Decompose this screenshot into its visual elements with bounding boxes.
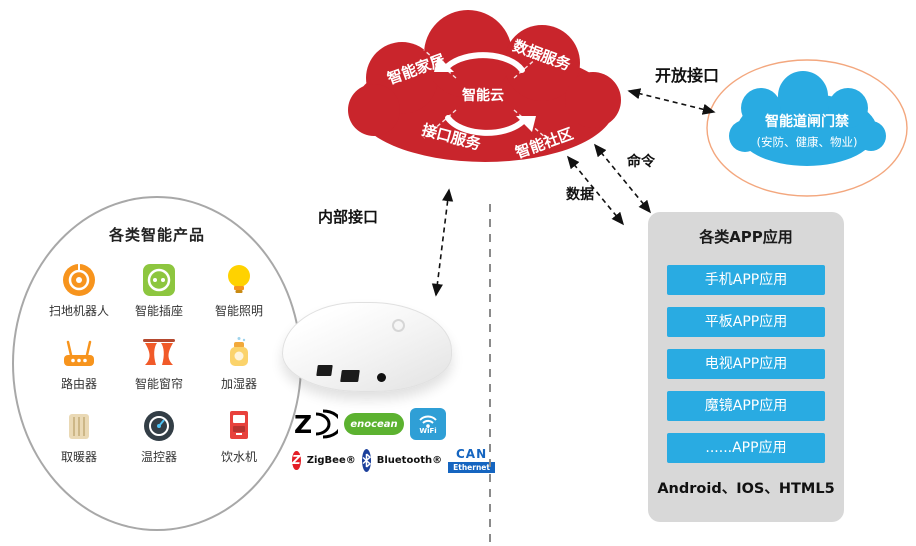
gate-access-cloud: 智能道闸门禁 (安防、健康、物业) — [706, 59, 908, 197]
thermostat-icon — [144, 411, 174, 441]
app-item-more: ......APP应用 — [667, 433, 825, 463]
product-label: 饮水机 — [220, 450, 257, 464]
product-thermostat: 温控器 — [119, 408, 199, 465]
gateway-device — [282, 302, 452, 392]
product-water-dispenser: 饮水机 — [199, 408, 279, 465]
product-label: 取暖器 — [60, 450, 97, 464]
app-item-magic-mirror: 魔镜APP应用 — [667, 391, 825, 421]
smart-products-group: 各类智能产品 扫地机器人 智能插座 — [12, 196, 302, 531]
internal-interface-arrow — [431, 188, 454, 297]
product-label: 智能插座 — [134, 304, 183, 318]
enocean-logo: enocean — [344, 413, 404, 435]
gate-cloud-outline-ring — [706, 59, 908, 197]
product-label: 路由器 — [60, 377, 97, 391]
cycle-arrows-icon — [434, 52, 536, 136]
smart-cloud-shape — [348, 10, 621, 162]
app-item-mobile: 手机APP应用 — [667, 265, 825, 295]
zigbee-letter: Z — [292, 453, 301, 467]
app-panel-title: 各类APP应用 — [699, 228, 793, 246]
product-label: 智能窗帘 — [134, 377, 183, 391]
water-dispenser-icon — [230, 411, 248, 439]
humidifier-icon — [230, 337, 248, 366]
hdmi-port-icon — [340, 370, 360, 382]
protocol-row-2: Z ZigBee® Bluetooth® CAN Ethernet — [292, 447, 495, 473]
app-panel: 各类APP应用 手机APP应用 平板APP应用 电视APP应用 魔镜APP应用 … — [648, 212, 844, 522]
product-label: 智能照明 — [214, 304, 263, 318]
gate-cloud-shape — [729, 71, 886, 166]
product-smart-socket: 智能插座 — [119, 262, 199, 319]
ethernet-port-icon — [316, 365, 333, 376]
product-label: 扫地机器人 — [48, 304, 109, 318]
router-icon — [64, 340, 94, 366]
cloud-center-label: 智能云 — [461, 87, 504, 104]
zwave-letter: Z — [294, 410, 312, 439]
smart-products-title: 各类智能产品 — [108, 226, 205, 244]
product-router: 路由器 — [39, 335, 119, 392]
command-label: 命令 — [627, 154, 655, 170]
protocol-logos: Z enocean WiFi Z ZigBee® — [292, 408, 495, 473]
smart-cloud: 智能家居 数据服务 智能云 接口服务 智能社区 — [348, 10, 621, 162]
power-jack-icon — [377, 373, 386, 382]
data-label: 数据 — [566, 187, 594, 203]
app-button-list: 手机APP应用 平板APP应用 电视APP应用 魔镜APP应用 ......AP… — [648, 265, 844, 463]
app-platforms-label: Android、IOS、HTML5 — [657, 481, 835, 497]
gate-cloud-subtitle: (安防、健康、物业) — [757, 135, 858, 149]
gateway-logo-ring — [392, 319, 405, 332]
protocol-row-1: Z enocean WiFi — [292, 408, 482, 440]
product-humidifier: 加湿器 — [199, 335, 279, 392]
app-item-tablet: 平板APP应用 — [667, 307, 825, 337]
smart-products-grid: 扫地机器人 智能插座 智能照明 — [39, 262, 279, 465]
smart-socket-icon — [143, 264, 175, 296]
wifi-logo: WiFi — [410, 408, 446, 440]
app-item-tv: 电视APP应用 — [667, 349, 825, 379]
gate-cloud-title: 智能道闸门禁 — [764, 113, 849, 130]
internal-interface-label: 内部接口 — [318, 208, 379, 226]
can-label: CAN — [455, 447, 488, 461]
open-interface-arrow — [627, 88, 716, 115]
zigbee-label: ZigBee® — [306, 454, 356, 466]
product-heater: 取暖器 — [39, 408, 119, 465]
bluetooth-label: Bluetooth® — [376, 454, 443, 466]
robot-vacuum-icon — [63, 264, 95, 296]
zwave-logo-icon: Z — [294, 409, 338, 439]
wifi-icon — [419, 415, 437, 428]
wifi-label: WiFi — [419, 426, 437, 435]
product-robot-vacuum: 扫地机器人 — [39, 262, 119, 319]
enocean-label: enocean — [350, 418, 398, 430]
product-label: 加湿器 — [220, 377, 257, 391]
product-smart-curtain: 智能窗帘 — [119, 335, 199, 392]
product-label: 温控器 — [140, 450, 177, 464]
smart-light-icon — [228, 265, 250, 293]
ethernet-label: Ethernet — [448, 462, 495, 473]
open-interface-label: 开放接口 — [655, 66, 720, 85]
heater-icon — [69, 414, 89, 439]
product-smart-light: 智能照明 — [199, 262, 279, 319]
smart-curtain-icon — [143, 339, 175, 365]
bluetooth-icon — [361, 448, 371, 472]
can-ethernet-logo: CAN Ethernet — [448, 447, 495, 473]
zigbee-icon: Z — [292, 450, 301, 470]
